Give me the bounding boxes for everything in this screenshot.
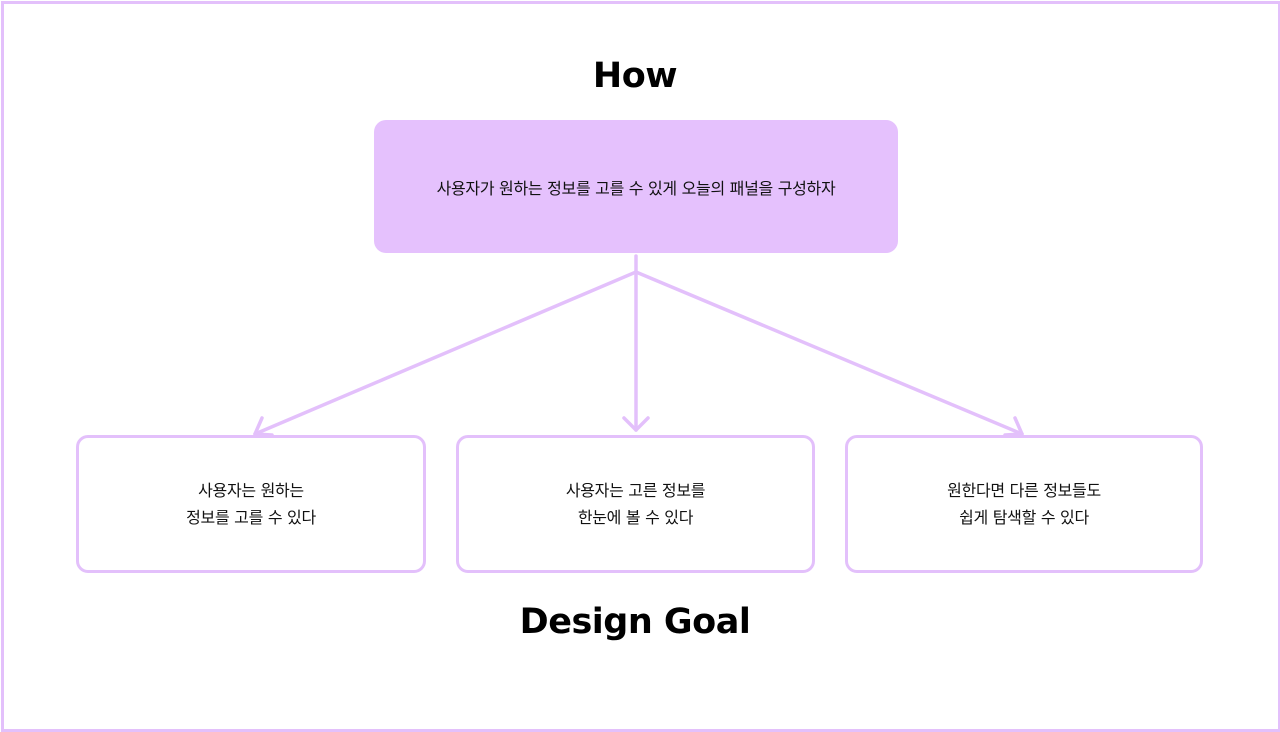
goal-3-line-1: 원한다면 다른 정보들도 xyxy=(947,481,1101,500)
how-title: How xyxy=(592,56,678,96)
goal-1-line-1: 사용자는 원하는 xyxy=(198,481,304,500)
how-statement-text: 사용자가 원하는 정보를 고를 수 있게 오늘의 패널을 구성하자 xyxy=(436,178,836,198)
goal-box-2: 사용자는 고른 정보를 한눈에 볼 수 있다 xyxy=(456,435,815,573)
design-goal-title: Design Goal xyxy=(519,602,751,642)
goal-box-1: 사용자는 원하는 정보를 고를 수 있다 xyxy=(76,435,426,573)
how-statement-box: 사용자가 원하는 정보를 고를 수 있게 오늘의 패널을 구성하자 xyxy=(374,120,898,253)
goal-box-3: 원한다면 다른 정보들도 쉽게 탐색할 수 있다 xyxy=(845,435,1203,573)
goal-2-line-1: 사용자는 고른 정보를 xyxy=(565,481,706,500)
goal-3-line-2: 쉽게 탐색할 수 있다 xyxy=(959,508,1089,527)
goal-2-line-2: 한눈에 볼 수 있다 xyxy=(577,508,694,527)
goal-1-line-2: 정보를 고를 수 있다 xyxy=(186,508,316,527)
